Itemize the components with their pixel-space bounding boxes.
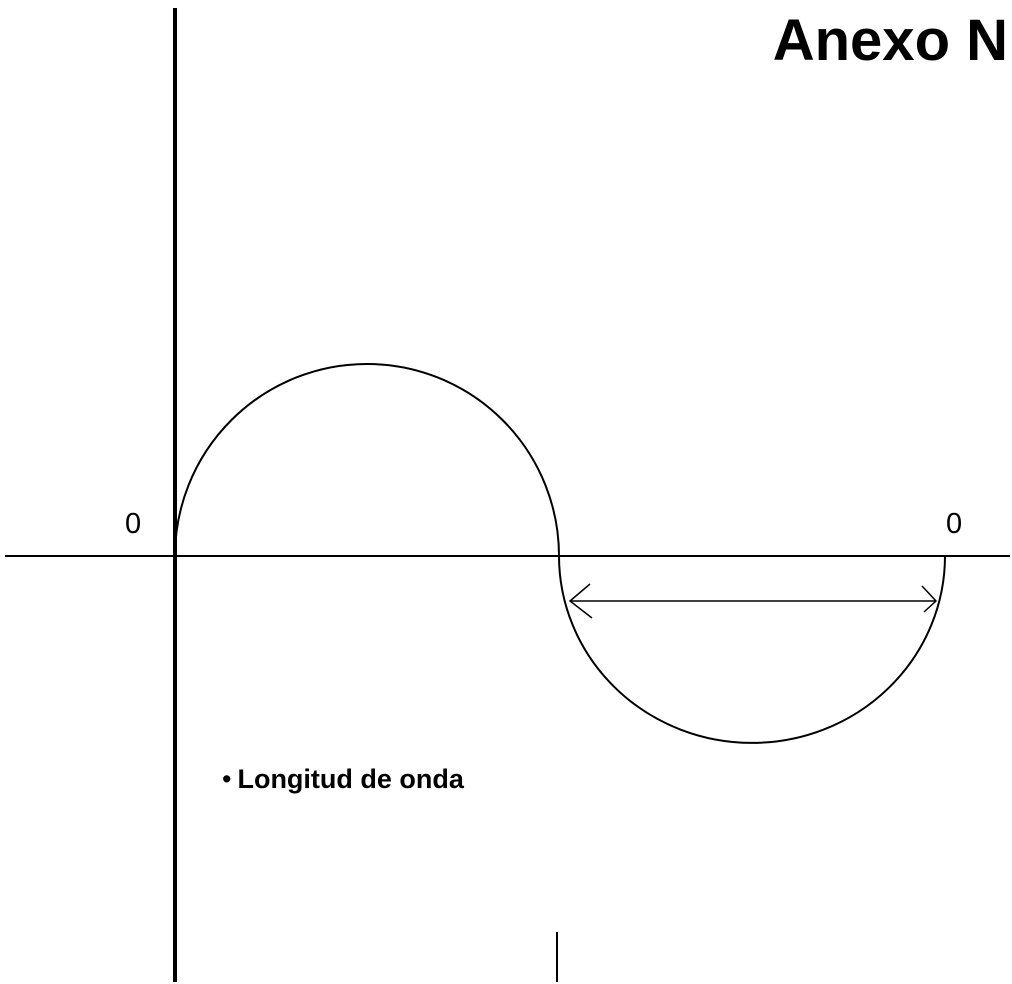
caption: •Longitud de onda bbox=[222, 762, 464, 796]
wave-crest bbox=[174, 363, 560, 557]
arrow-head-left bbox=[568, 583, 593, 619]
wavelength-arrow bbox=[568, 583, 938, 619]
caption-text: Longitud de onda bbox=[237, 764, 464, 794]
wave-trough bbox=[558, 555, 946, 744]
arrow-head-right bbox=[921, 585, 938, 613]
page-title: Anexo N bbox=[772, 8, 1008, 73]
origin-label-left: 0 bbox=[125, 508, 142, 540]
origin-label-right: 0 bbox=[946, 508, 963, 540]
bullet-icon: • bbox=[222, 764, 232, 794]
